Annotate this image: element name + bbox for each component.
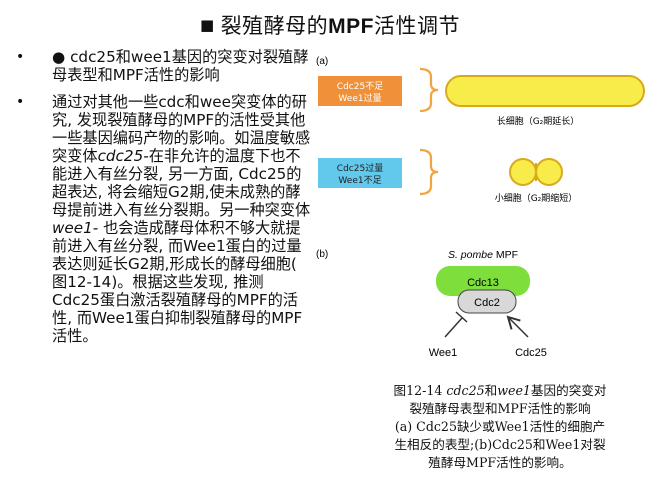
bullet-dot-icon: •: [16, 94, 25, 110]
caption-line-2: 裂殖酵母表型和MPF活性的影响: [409, 401, 591, 416]
caption-text: 基因的突变对: [530, 383, 607, 398]
caption-gene: wee1: [497, 383, 531, 398]
figure-12-14: (a) Cdc25不足 Wee1过量 长细胞（G₂期延长） Cdc25过量 We…: [316, 56, 645, 359]
box1-line1: Cdc25不足: [337, 81, 383, 92]
cdc13-protein: [436, 266, 530, 296]
mpf-heading-text: MPF: [493, 249, 518, 261]
mpf-heading: S. pombe MPF: [448, 249, 518, 261]
panel-b-label: (b): [316, 249, 328, 260]
box2-line1: Cdc25过量: [337, 162, 383, 174]
mutant-name: wee1-: [52, 219, 99, 237]
caption-line-3: (a) Cdc25缺少或Wee1活性的细胞产: [394, 419, 606, 434]
wee1-inhibition-line: [444, 317, 463, 338]
small-cell-label: 小细胞（G₂期缩短）: [495, 192, 578, 204]
mutant-name: cdc25-: [97, 147, 149, 165]
bullet-text: 在非允许的温度下也不能进入有丝分裂, 另一方面, Cdc25的超表达, 将会缩短…: [52, 147, 311, 219]
caption-line-5: 殖酵母MPF活性的影响。: [428, 455, 572, 470]
title-suffix: 活性调节: [374, 14, 460, 38]
caption-line-4: 生相反的表型;(b)Cdc25和Wee1对裂: [394, 437, 606, 452]
box-cdc25-low: [318, 76, 402, 106]
title-prefix: 裂殖酵母的: [220, 14, 329, 38]
page-title: ■ 裂殖酵母的MPF活性调节: [0, 10, 660, 40]
mpf-heading-italic: S. pombe: [448, 249, 493, 261]
long-cell: [445, 75, 645, 107]
title-bold: MPF: [328, 15, 374, 38]
brace-a1: [419, 67, 439, 113]
cdc25-label: Cdc25: [515, 347, 547, 359]
cdc2-protein: [457, 289, 517, 314]
caption-text: 图12-14: [393, 383, 447, 398]
brace-a2: [419, 148, 439, 196]
title-square-icon: ■: [199, 16, 215, 34]
small-cell: [509, 158, 563, 186]
wee1-label: Wee1: [429, 347, 458, 359]
wee1-inhibition-bar: [455, 311, 468, 323]
bullet-list: • ● cdc25和wee1基因的突变对裂殖酵母表型和MPF活性的影响 • 通过…: [16, 48, 311, 345]
panel-a-label: (a): [316, 56, 328, 67]
cdc25-activation-arrow: [506, 315, 529, 338]
cdc2-label: Cdc2: [474, 297, 500, 309]
bullet-item-1: • ● cdc25和wee1基因的突变对裂殖酵母表型和MPF活性的影响: [16, 48, 311, 84]
bullet-dot-icon: •: [16, 49, 25, 65]
figure-caption: 图12-14 cdc25和wee1基因的突变对 裂殖酵母表型和MPF活性的影响 …: [355, 382, 645, 472]
cdc13-label: Cdc13: [467, 277, 499, 289]
box-cdc25-high: [318, 158, 402, 188]
bullet-text: 通过对其他一些cdc和wee突变体的研究, 发现裂殖酵母的MPF的活性受其他一些…: [52, 93, 311, 165]
bullet-text: ● cdc25和wee1基因的突变对裂殖酵母表型和MPF活性的影响: [52, 48, 309, 84]
bullet-item-2: • 通过对其他一些cdc和wee突变体的研究, 发现裂殖酵母的MPF的活性受其他…: [16, 93, 311, 345]
long-cell-label: 长细胞（G₂期延长）: [497, 115, 580, 127]
box2-line2: Wee1不足: [338, 175, 381, 186]
caption-gene: cdc25: [446, 383, 485, 398]
caption-text: 和: [484, 383, 498, 398]
caption-line-1: 图12-14 cdc25和wee1基因的突变对: [355, 382, 645, 400]
bullet-text: 也会造成酵母体积不够大就提前进入有丝分裂, 而Wee1蛋白的过量表达则延长G2期…: [52, 219, 303, 345]
box1-line2: Wee1过量: [338, 92, 381, 104]
